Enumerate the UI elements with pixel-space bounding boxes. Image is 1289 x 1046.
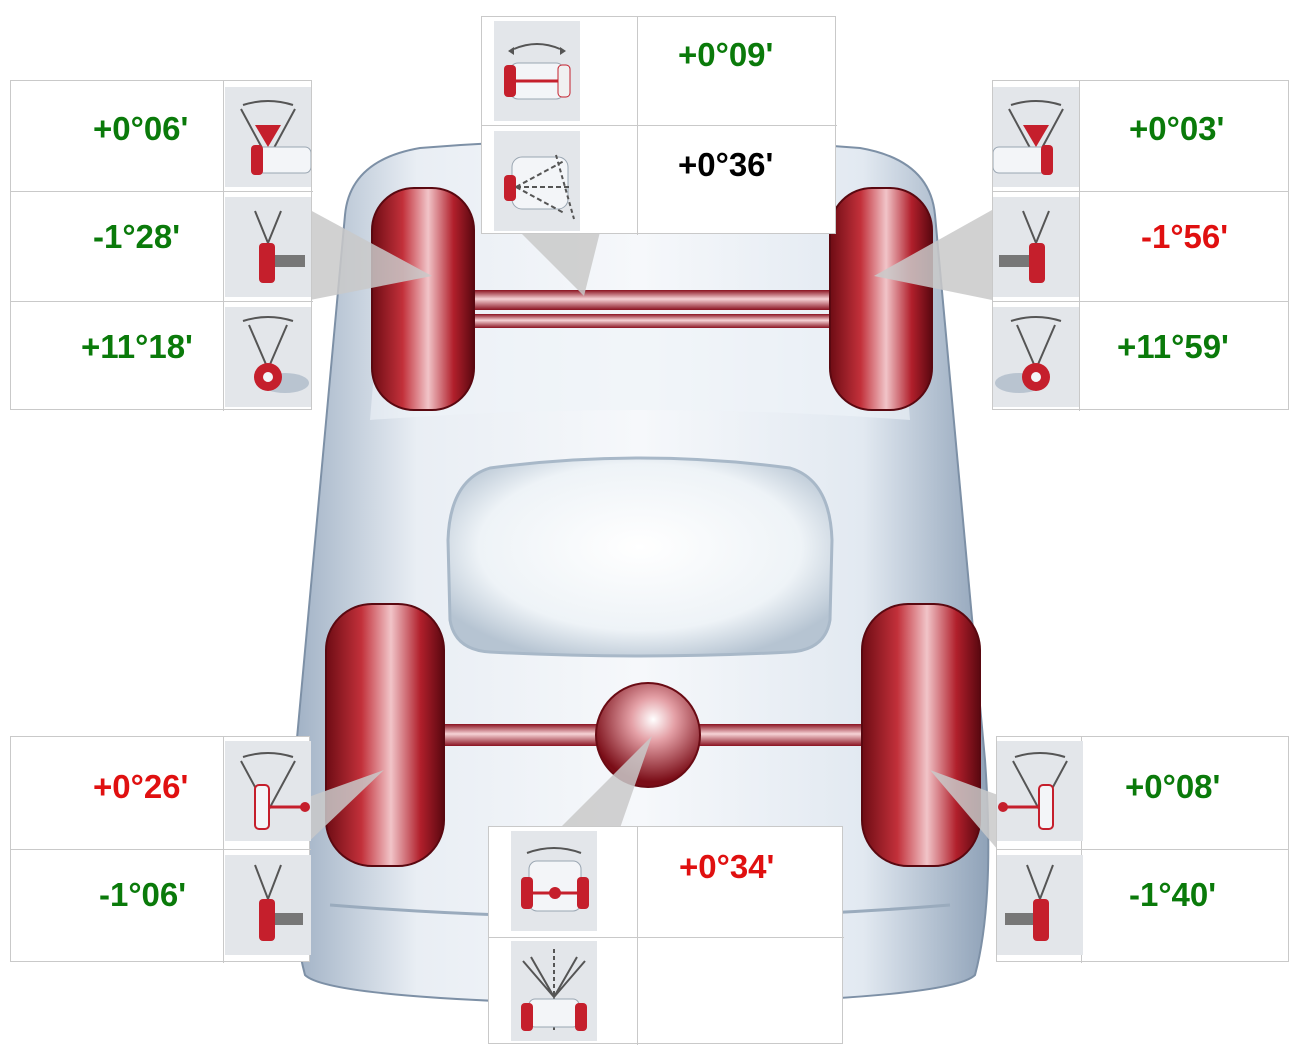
divider (489, 937, 844, 938)
front-left-panel: +0°06' -1°28' +11°18' (10, 80, 312, 410)
caster-icon (993, 307, 1079, 407)
front-right-caster-value: +11°59' (1117, 327, 1229, 367)
divider (223, 81, 224, 411)
rear-total-toe-value: +0°34' (679, 847, 774, 887)
caster-icon (225, 307, 311, 407)
car-roof (448, 458, 832, 656)
front-total-toe-icon (494, 21, 580, 121)
divider (993, 191, 1289, 192)
rear-left-panel: +0°26' -1°06' (10, 736, 310, 962)
divider (997, 849, 1289, 850)
divider (993, 301, 1289, 302)
rear-right-panel: +0°08' -1°40' (996, 736, 1289, 962)
camber-icon (225, 855, 311, 955)
front-right-wheel (830, 188, 932, 410)
camber-icon (225, 197, 311, 297)
divider (1079, 81, 1080, 411)
divider (11, 849, 311, 850)
rear-left-wheel (326, 604, 444, 866)
divider (223, 737, 224, 963)
individual-toe-icon (997, 741, 1083, 841)
front-right-panel: +0°03' -1°56' +11°59' (992, 80, 1289, 410)
rear-right-wheel (862, 604, 980, 866)
divider (637, 827, 638, 1045)
rear-differential (596, 683, 700, 787)
rear-right-toe-value: +0°08' (1125, 767, 1220, 807)
camber-icon (993, 197, 1079, 297)
front-axle-bar (440, 290, 840, 310)
front-axle-bar-lower (440, 314, 840, 328)
thrust-angle-icon (511, 941, 597, 1041)
individual-toe-icon (225, 741, 311, 841)
front-left-camber-value: -1°28' (93, 217, 180, 257)
rear-total-toe-icon (511, 831, 597, 931)
front-right-camber-value: -1°56' (1141, 217, 1228, 257)
front-axle-panel: +0°09' +0°36' (481, 16, 836, 234)
front-total-toe-value: +0°09' (678, 35, 773, 75)
front-left-toe-value: +0°06' (93, 109, 188, 149)
rear-axle-panel: +0°34' (488, 826, 843, 1044)
front-left-wheel (372, 188, 474, 410)
rear-left-camber-value: -1°06' (99, 875, 186, 915)
front-left-caster-value: +11°18' (81, 327, 193, 367)
divider (482, 125, 837, 126)
individual-toe-icon (225, 87, 311, 187)
front-right-toe-value: +0°03' (1129, 109, 1224, 149)
divider (637, 17, 638, 235)
camber-icon (997, 855, 1083, 955)
rear-left-toe-value: +0°26' (93, 767, 188, 807)
divider (11, 191, 313, 192)
divider (11, 301, 313, 302)
front-setback-value: +0°36' (678, 145, 773, 185)
individual-toe-icon (993, 87, 1079, 187)
rear-right-camber-value: -1°40' (1129, 875, 1216, 915)
front-setback-icon (494, 131, 580, 231)
